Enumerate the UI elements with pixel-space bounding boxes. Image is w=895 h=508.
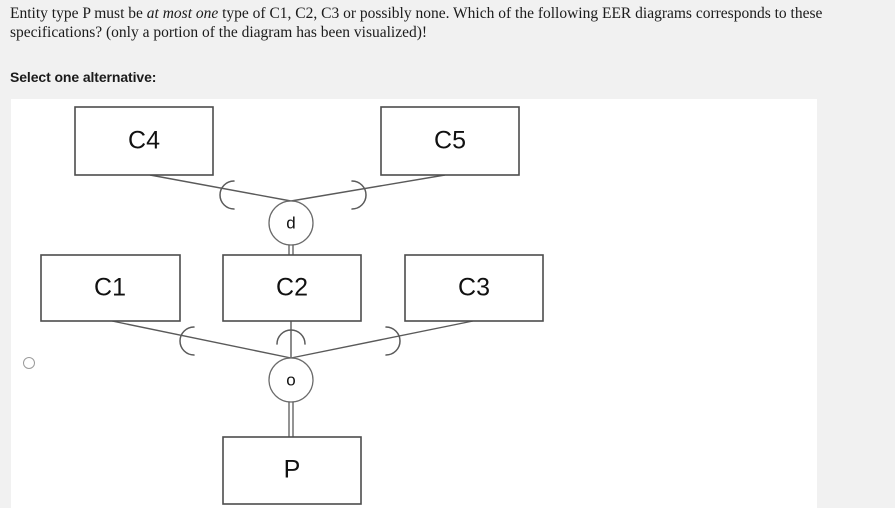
question-text-part1: Entity type P must be — [10, 5, 147, 22]
question-text-emphasis: at most one — [146, 5, 219, 22]
select-one-alternative-label: Select one alternative: — [10, 69, 157, 85]
question-text: Entity type P must be at most one type o… — [10, 4, 860, 42]
question-text-part2: type of C1, C2, C3 or possibly none. Whi… — [10, 5, 823, 41]
answer-option-panel — [11, 99, 817, 508]
answer-option-radio[interactable] — [23, 357, 35, 369]
